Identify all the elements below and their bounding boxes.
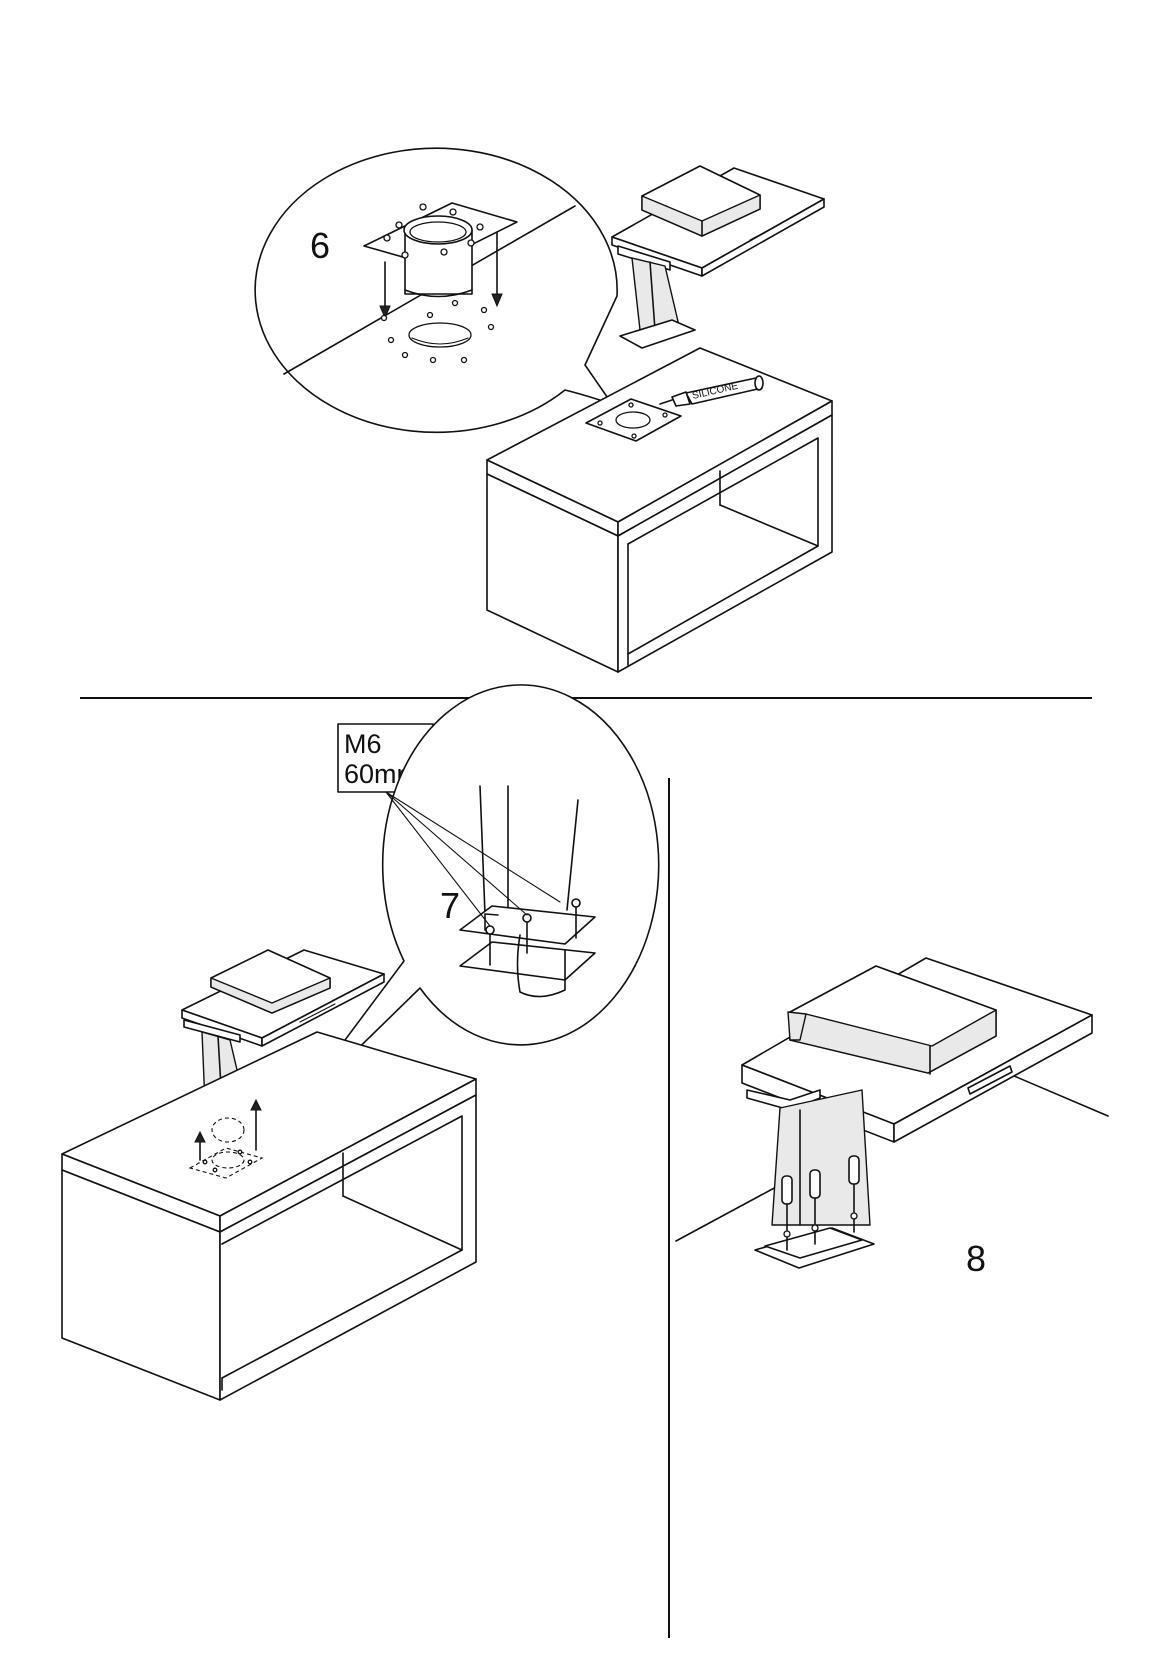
step-7-magnifier: 7 bbox=[285, 684, 660, 1120]
step-8-hood bbox=[741, 957, 1093, 1143]
step-6-magnifier: 6 bbox=[254, 147, 618, 434]
step-6-panel: 6 bbox=[254, 147, 833, 673]
step-8-panel: 8 bbox=[675, 957, 1109, 1279]
step-8-number: 8 bbox=[966, 1238, 986, 1279]
screw-spec-line1: M6 bbox=[344, 729, 382, 759]
step-6-number: 6 bbox=[310, 225, 330, 266]
step-7-number: 7 bbox=[440, 885, 460, 926]
step-6-hood bbox=[611, 165, 825, 349]
step-8-column bbox=[746, 1089, 875, 1269]
step-6-cabinet: SILICONE bbox=[486, 347, 833, 673]
step-7-panel: M6 60mm bbox=[61, 684, 660, 1401]
step-8-screwdrivers bbox=[781, 1155, 860, 1251]
step-7-cabinet bbox=[61, 1031, 477, 1401]
